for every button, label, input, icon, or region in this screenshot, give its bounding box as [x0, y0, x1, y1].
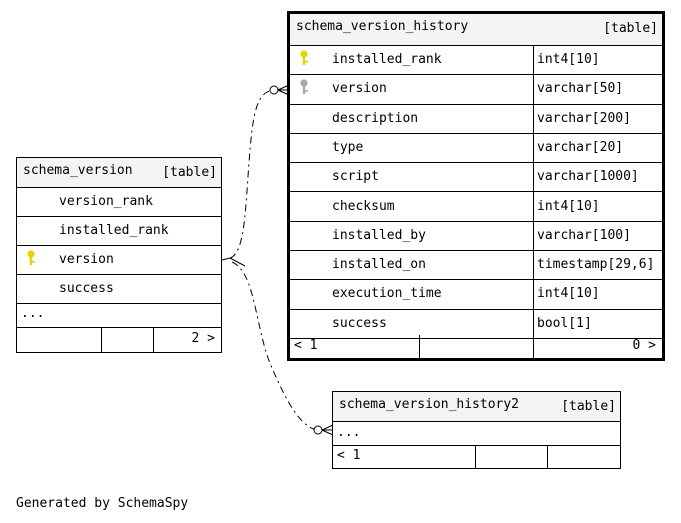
column-type: int4[10]: [537, 286, 600, 302]
ellipsis: ...: [337, 425, 361, 440]
column-name: version_rank: [59, 194, 153, 209]
column-type: varchar[200]: [537, 110, 631, 126]
table-name: schema_version_history: [296, 19, 469, 34]
primary-key-icon: [300, 50, 308, 65]
column-type: bool[1]: [537, 315, 592, 331]
column-row: success bool[1]: [290, 308, 662, 339]
table-name: schema_version_history2: [339, 397, 520, 412]
column-name: installed_by: [332, 227, 426, 243]
children-count: 2 >: [191, 331, 215, 346]
column-type: varchar[100]: [537, 227, 631, 243]
column-name: success: [332, 315, 387, 331]
column-row: script varchar[1000]: [290, 162, 662, 193]
table-footer: 2 >: [17, 328, 221, 352]
column-name: script: [332, 169, 379, 185]
optional-circle-top: [269, 85, 279, 95]
column-type: int4[10]: [537, 198, 600, 214]
column-row: checksum int4[10]: [290, 191, 662, 222]
table-footer: < 1: [333, 445, 620, 468]
column-type: varchar[20]: [537, 139, 624, 155]
column-row: installed_by varchar[100]: [290, 220, 662, 252]
optional-circle-bottom: [313, 425, 323, 435]
column-row: description varchar[200]: [290, 103, 662, 134]
column-row: installed_rank: [17, 216, 221, 246]
column-name: type: [332, 139, 364, 155]
column-name: version: [332, 81, 387, 97]
table-kind: [table]: [162, 165, 217, 180]
generated-by-note: Generated by SchemaSpy: [16, 496, 189, 511]
column-row: version: [17, 245, 221, 275]
column-row: installed_rank int4[10]: [290, 45, 662, 76]
column-name: installed_rank: [332, 52, 442, 67]
column-name: installed_on: [332, 257, 426, 273]
table-schema-version-history[interactable]: schema_version_history [table] installed…: [287, 11, 665, 361]
column-type: varchar[50]: [537, 81, 624, 97]
ellipsis-row: ...: [333, 421, 620, 446]
column-type: varchar[1000]: [537, 169, 639, 185]
ellipsis-row: ...: [17, 303, 221, 328]
parents-count: < 1: [294, 338, 318, 353]
table-header: schema_version [table]: [17, 158, 221, 188]
column-row: version varchar[50]: [290, 74, 662, 105]
column-name: success: [59, 281, 114, 296]
column-name: installed_rank: [59, 223, 169, 238]
column-row: type varchar[20]: [290, 132, 662, 164]
crowfoot-bottom: [321, 424, 334, 436]
primary-key-icon: [27, 250, 35, 265]
connector-to-schema-version-history2: [231, 261, 319, 431]
column-row: execution_time int4[10]: [290, 279, 662, 310]
column-name: checksum: [332, 198, 395, 214]
column-name: execution_time: [332, 286, 442, 302]
table-schema-version[interactable]: schema_version [table] version_rank inst…: [16, 157, 222, 353]
table-name: schema_version: [23, 163, 133, 178]
column-row: version_rank: [17, 187, 221, 217]
table-footer: < 1 0 >: [290, 335, 662, 358]
source-stub: [221, 257, 246, 267]
table-header: schema_version_history [table]: [290, 14, 662, 46]
table-schema-version-history2[interactable]: schema_version_history2 [table] ... < 1: [332, 391, 621, 469]
column-type: int4[10]: [537, 52, 600, 67]
column-type: timestamp[29,6]: [537, 257, 655, 273]
foreign-key-icon: [300, 79, 308, 95]
column-name: description: [332, 110, 419, 126]
table-kind: [table]: [561, 399, 616, 414]
children-count: 0 >: [632, 338, 656, 353]
connector-to-schema-version-history: [229, 89, 274, 259]
table-kind: [table]: [603, 21, 658, 36]
column-name: version: [59, 252, 114, 267]
ellipsis: ...: [21, 306, 45, 321]
column-row: success: [17, 274, 221, 304]
parents-count: < 1: [337, 448, 361, 463]
column-row: installed_on timestamp[29,6]: [290, 250, 662, 281]
table-header: schema_version_history2 [table]: [333, 392, 620, 422]
